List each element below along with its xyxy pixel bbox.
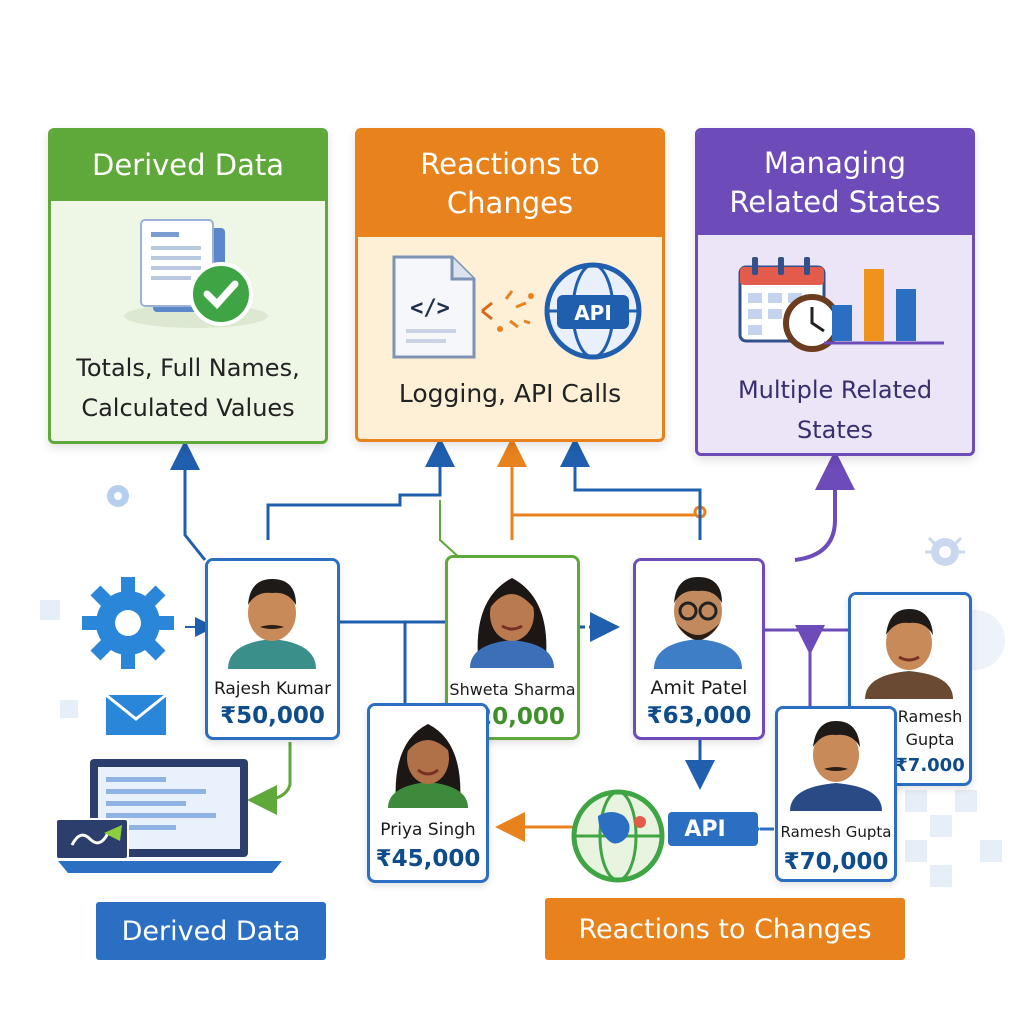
code-symbol: </> [410, 296, 450, 321]
reactions-title: Reactions to Changes [358, 131, 662, 237]
derived-data-card: Derived Data Totals, Full Names, Calcula… [48, 128, 328, 444]
derived-data-button[interactable]: Derived Data [96, 902, 326, 960]
person-name: Amit Patel [650, 677, 748, 699]
code-file-icon: </> [390, 253, 490, 367]
small-gear-icon [100, 478, 136, 518]
person-salary: ₹70,000 [783, 849, 889, 875]
derived-data-button-label: Derived Data [121, 915, 301, 947]
reactions-caption: Logging, API Calls [398, 379, 622, 408]
person-name: Ramesh Gupta [780, 823, 892, 841]
reactions-to-changes-button[interactable]: Reactions to Changes [545, 898, 905, 960]
managing-title: Managing Related States [698, 131, 972, 235]
bug-icon [915, 520, 975, 584]
document-check-icon [121, 216, 271, 335]
laptop-icon [50, 755, 290, 884]
person-card-rajesh-kumar[interactable]: Rajesh Kumar ₹50,000 [205, 558, 340, 740]
managing-states-card: Managing Related States Multiple Related… [695, 128, 975, 456]
person-name: Priya Singh [380, 820, 476, 840]
person-salary: ₹45,000 [375, 846, 481, 872]
reactions-card: Reactions to Changes </> API Logging, AP… [355, 128, 665, 442]
person-name: Rajesh Kumar [213, 679, 332, 699]
code-sparks-icon [476, 281, 546, 345]
avatar [636, 561, 762, 669]
mail-icon [104, 693, 168, 741]
reactions-button-label: Reactions to Changes [578, 913, 872, 945]
calendar-clock-chart-icon [734, 253, 954, 357]
managing-caption: Multiple Related States [737, 376, 933, 444]
api-badge: API [668, 812, 758, 846]
avatar [208, 561, 337, 669]
avatar [370, 706, 486, 808]
person-name: Ramesh Gupta [897, 707, 963, 750]
person-card-ramesh-gupta-top[interactable]: Ramesh Gupta ₹7.000 [848, 592, 972, 786]
world-globe-icon [568, 786, 668, 890]
derived-data-title: Derived Data [51, 131, 325, 201]
avatar [851, 595, 969, 699]
person-salary: ₹7.000 [895, 755, 965, 776]
api-globe-icon: API [541, 259, 651, 373]
avatar [778, 709, 894, 811]
gear-icon [78, 573, 178, 677]
person-salary: ₹50,000 [220, 703, 325, 729]
api-badge-arrow [746, 812, 776, 850]
person-card-ramesh-gupta[interactable]: Ramesh Gupta ₹70,000 [775, 706, 897, 882]
api-label: API [574, 301, 612, 325]
person-card-priya-singh[interactable]: Priya Singh ₹45,000 [367, 703, 489, 883]
person-name: Shweta Sharma [449, 680, 576, 699]
derived-data-caption: Totals, Full Names, Calculated Values [76, 354, 300, 422]
person-card-amit-patel[interactable]: Amit Patel ₹63,000 [633, 558, 765, 740]
avatar [448, 558, 577, 668]
api-badge-label: API [684, 816, 726, 842]
person-salary: ₹63,000 [646, 703, 752, 729]
